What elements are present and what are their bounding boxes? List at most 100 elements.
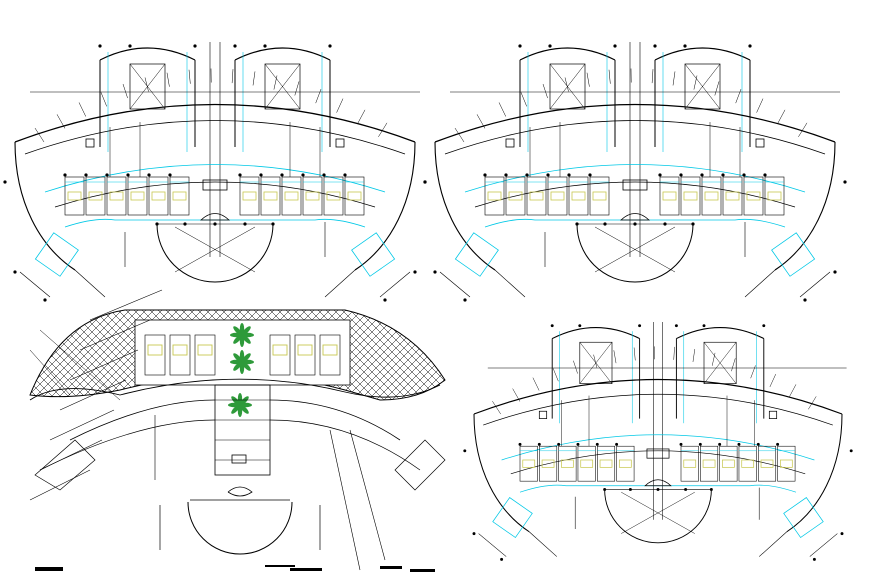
truss-line	[692, 349, 696, 362]
wing-outer-edge	[774, 141, 836, 271]
tower-roof-arch	[234, 47, 331, 61]
classroom	[722, 176, 743, 216]
title-block-mark	[380, 566, 402, 569]
amphitheatre-arc	[156, 223, 274, 283]
room-diagonal	[684, 63, 721, 110]
column-marker	[679, 442, 683, 446]
column-marker	[193, 44, 197, 48]
furniture-block	[702, 459, 716, 468]
radial-line	[349, 429, 386, 561]
classroom	[764, 176, 785, 216]
column-marker	[105, 173, 109, 177]
landscape-plan-bottom-left	[29, 289, 446, 572]
column-marker	[615, 442, 619, 446]
classroom	[597, 445, 616, 482]
classroom	[616, 445, 635, 482]
column-marker	[663, 222, 667, 226]
palm-tree-icon	[233, 361, 243, 371]
palm-tree-icon	[239, 396, 249, 406]
classroom	[701, 176, 722, 216]
column-marker	[328, 44, 332, 48]
truss-line	[476, 114, 486, 129]
end-room	[783, 497, 824, 539]
tower-roof-arch	[654, 47, 751, 61]
end-wall	[324, 269, 356, 298]
truss-line	[735, 89, 742, 104]
palm-tree-icon	[241, 326, 251, 336]
truss-line	[122, 83, 128, 99]
amphitheatre-diagonal	[174, 226, 256, 273]
furniture-block	[305, 191, 320, 201]
column-marker	[567, 173, 571, 177]
column-marker	[525, 173, 529, 177]
truss-line	[166, 72, 170, 87]
column-marker	[128, 44, 132, 48]
classroom	[281, 176, 302, 216]
column-marker	[737, 442, 741, 446]
amphitheatre-arc	[576, 223, 694, 283]
end-wall	[19, 271, 51, 298]
column-marker	[238, 173, 242, 177]
column-marker	[748, 44, 752, 48]
wing-outer-edge	[354, 141, 416, 271]
column-marker	[84, 173, 88, 177]
site-line	[29, 349, 71, 396]
furniture-block	[599, 459, 613, 468]
truss-line	[56, 114, 66, 129]
truss-line	[100, 92, 107, 107]
column-marker	[721, 173, 725, 177]
end-wall	[744, 269, 776, 298]
classroom	[194, 334, 216, 376]
classroom	[659, 176, 680, 216]
furniture-block	[580, 459, 594, 468]
furniture-block	[487, 191, 502, 201]
furniture-block	[67, 191, 82, 201]
column-marker	[603, 222, 607, 226]
column-marker	[679, 173, 683, 177]
tower-roof-arch	[99, 47, 196, 61]
wing-roof-inner	[483, 393, 833, 426]
title-block-mark	[265, 565, 295, 567]
column-marker	[233, 44, 237, 48]
palm-tree-icon	[241, 353, 251, 363]
classroom	[169, 176, 190, 216]
classroom	[519, 445, 538, 482]
column-marker	[259, 173, 263, 177]
wing-roof-outer	[434, 103, 836, 143]
classroom	[558, 445, 577, 482]
furniture-block	[529, 191, 544, 201]
furniture-block	[704, 191, 719, 201]
palm-tree-icon	[233, 326, 243, 336]
end-room	[492, 497, 533, 539]
furniture-block	[722, 459, 735, 468]
truss-line	[542, 83, 548, 99]
wing-outer-edge	[434, 141, 496, 271]
truss-line	[336, 98, 344, 113]
furniture-block	[326, 191, 341, 201]
column-marker	[548, 44, 552, 48]
column-marker	[343, 173, 347, 177]
furniture-block	[197, 344, 213, 356]
title-block-mark	[290, 568, 322, 571]
truss-line	[492, 401, 501, 415]
truss-line	[586, 72, 590, 87]
column-marker	[833, 270, 837, 274]
furniture-block	[272, 344, 288, 356]
title-block-mark	[410, 569, 435, 572]
palm-tree-icon	[239, 404, 249, 414]
column-marker	[557, 442, 561, 446]
truss-line	[714, 81, 720, 96]
classroom	[260, 176, 281, 216]
column-marker	[633, 222, 637, 226]
truss-line	[673, 346, 675, 360]
column-marker	[213, 222, 217, 226]
furniture-block	[662, 191, 677, 201]
tilted-block	[34, 439, 96, 491]
furniture-block	[725, 191, 740, 201]
stair-box	[85, 138, 95, 148]
classroom	[738, 445, 757, 482]
truss-line	[711, 352, 716, 366]
wing-outer-edge	[473, 413, 530, 533]
central-walkway	[214, 384, 271, 476]
